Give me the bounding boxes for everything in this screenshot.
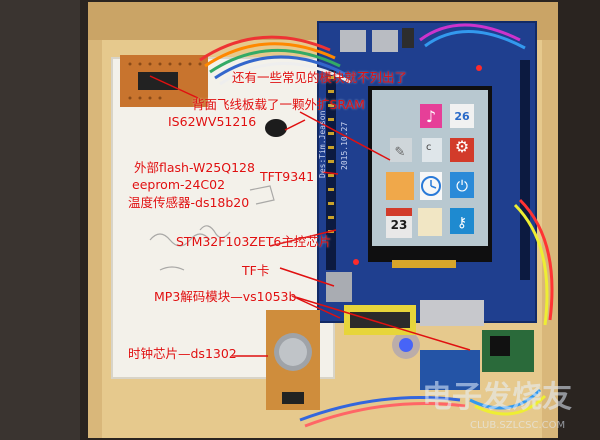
pencil-icon: ✎ (395, 145, 406, 160)
music-note-icon: ♪ (426, 107, 436, 126)
calendar-day-2: 23 (390, 218, 408, 232)
label-mp3: MP3解码模块—vs1053b (154, 289, 297, 304)
settings-tile (450, 138, 474, 162)
watermark-url: CLUB.SZLCSC.COM (470, 420, 566, 431)
serial-port (420, 300, 484, 326)
power-tile (450, 172, 474, 198)
label-temp-sensor: 温度传感器-ds18b20 (128, 195, 250, 210)
clock-icon (421, 176, 441, 196)
annotation-arrows (149, 75, 471, 357)
gear-icon: ⚙ (455, 137, 469, 156)
label-ext-flash: 外部flash-W25Q128 (134, 160, 255, 175)
red-led (476, 65, 482, 71)
game-tile (386, 172, 414, 200)
temp-sensor (265, 119, 287, 137)
label-mcu: STM32F103ZET6主控芯片 (176, 234, 332, 249)
jumper-wires (199, 23, 554, 428)
file-tile (418, 208, 442, 236)
tf-slot (326, 272, 352, 302)
calendar-tile (450, 104, 474, 128)
watermark-logo: 电子发烧友 (422, 380, 572, 415)
label-rtc: 时钟芯片—ds1302 (128, 346, 237, 361)
calendar-day: 26 (454, 110, 470, 123)
silkscreen-date: 2015.10.27 (340, 121, 349, 170)
small-module (420, 350, 480, 390)
key-tile (450, 208, 474, 234)
power-icon: ⏻ (456, 177, 468, 195)
label-other-modules: 还有一些常见的模块就不列出了 (232, 70, 408, 85)
label-tf-card: TF卡 (242, 263, 270, 278)
music-tile (420, 104, 442, 128)
label-sram-chip: IS62WV51216 (168, 114, 257, 129)
blue-led (399, 338, 413, 352)
handwriting-scribble (149, 185, 275, 271)
silkscreen-designer: Des:Tim.Jeason (318, 110, 327, 178)
usb-connector (340, 30, 366, 52)
lcd-label-c: c (426, 142, 432, 153)
label-eeprom: eeprom-24C02 (132, 177, 226, 192)
label-solder-board: 背面飞线板载了一颗外扩SRAM (192, 97, 365, 112)
key-icon: ⚷ (457, 215, 467, 231)
label-tft: TFT9341 (260, 169, 315, 184)
